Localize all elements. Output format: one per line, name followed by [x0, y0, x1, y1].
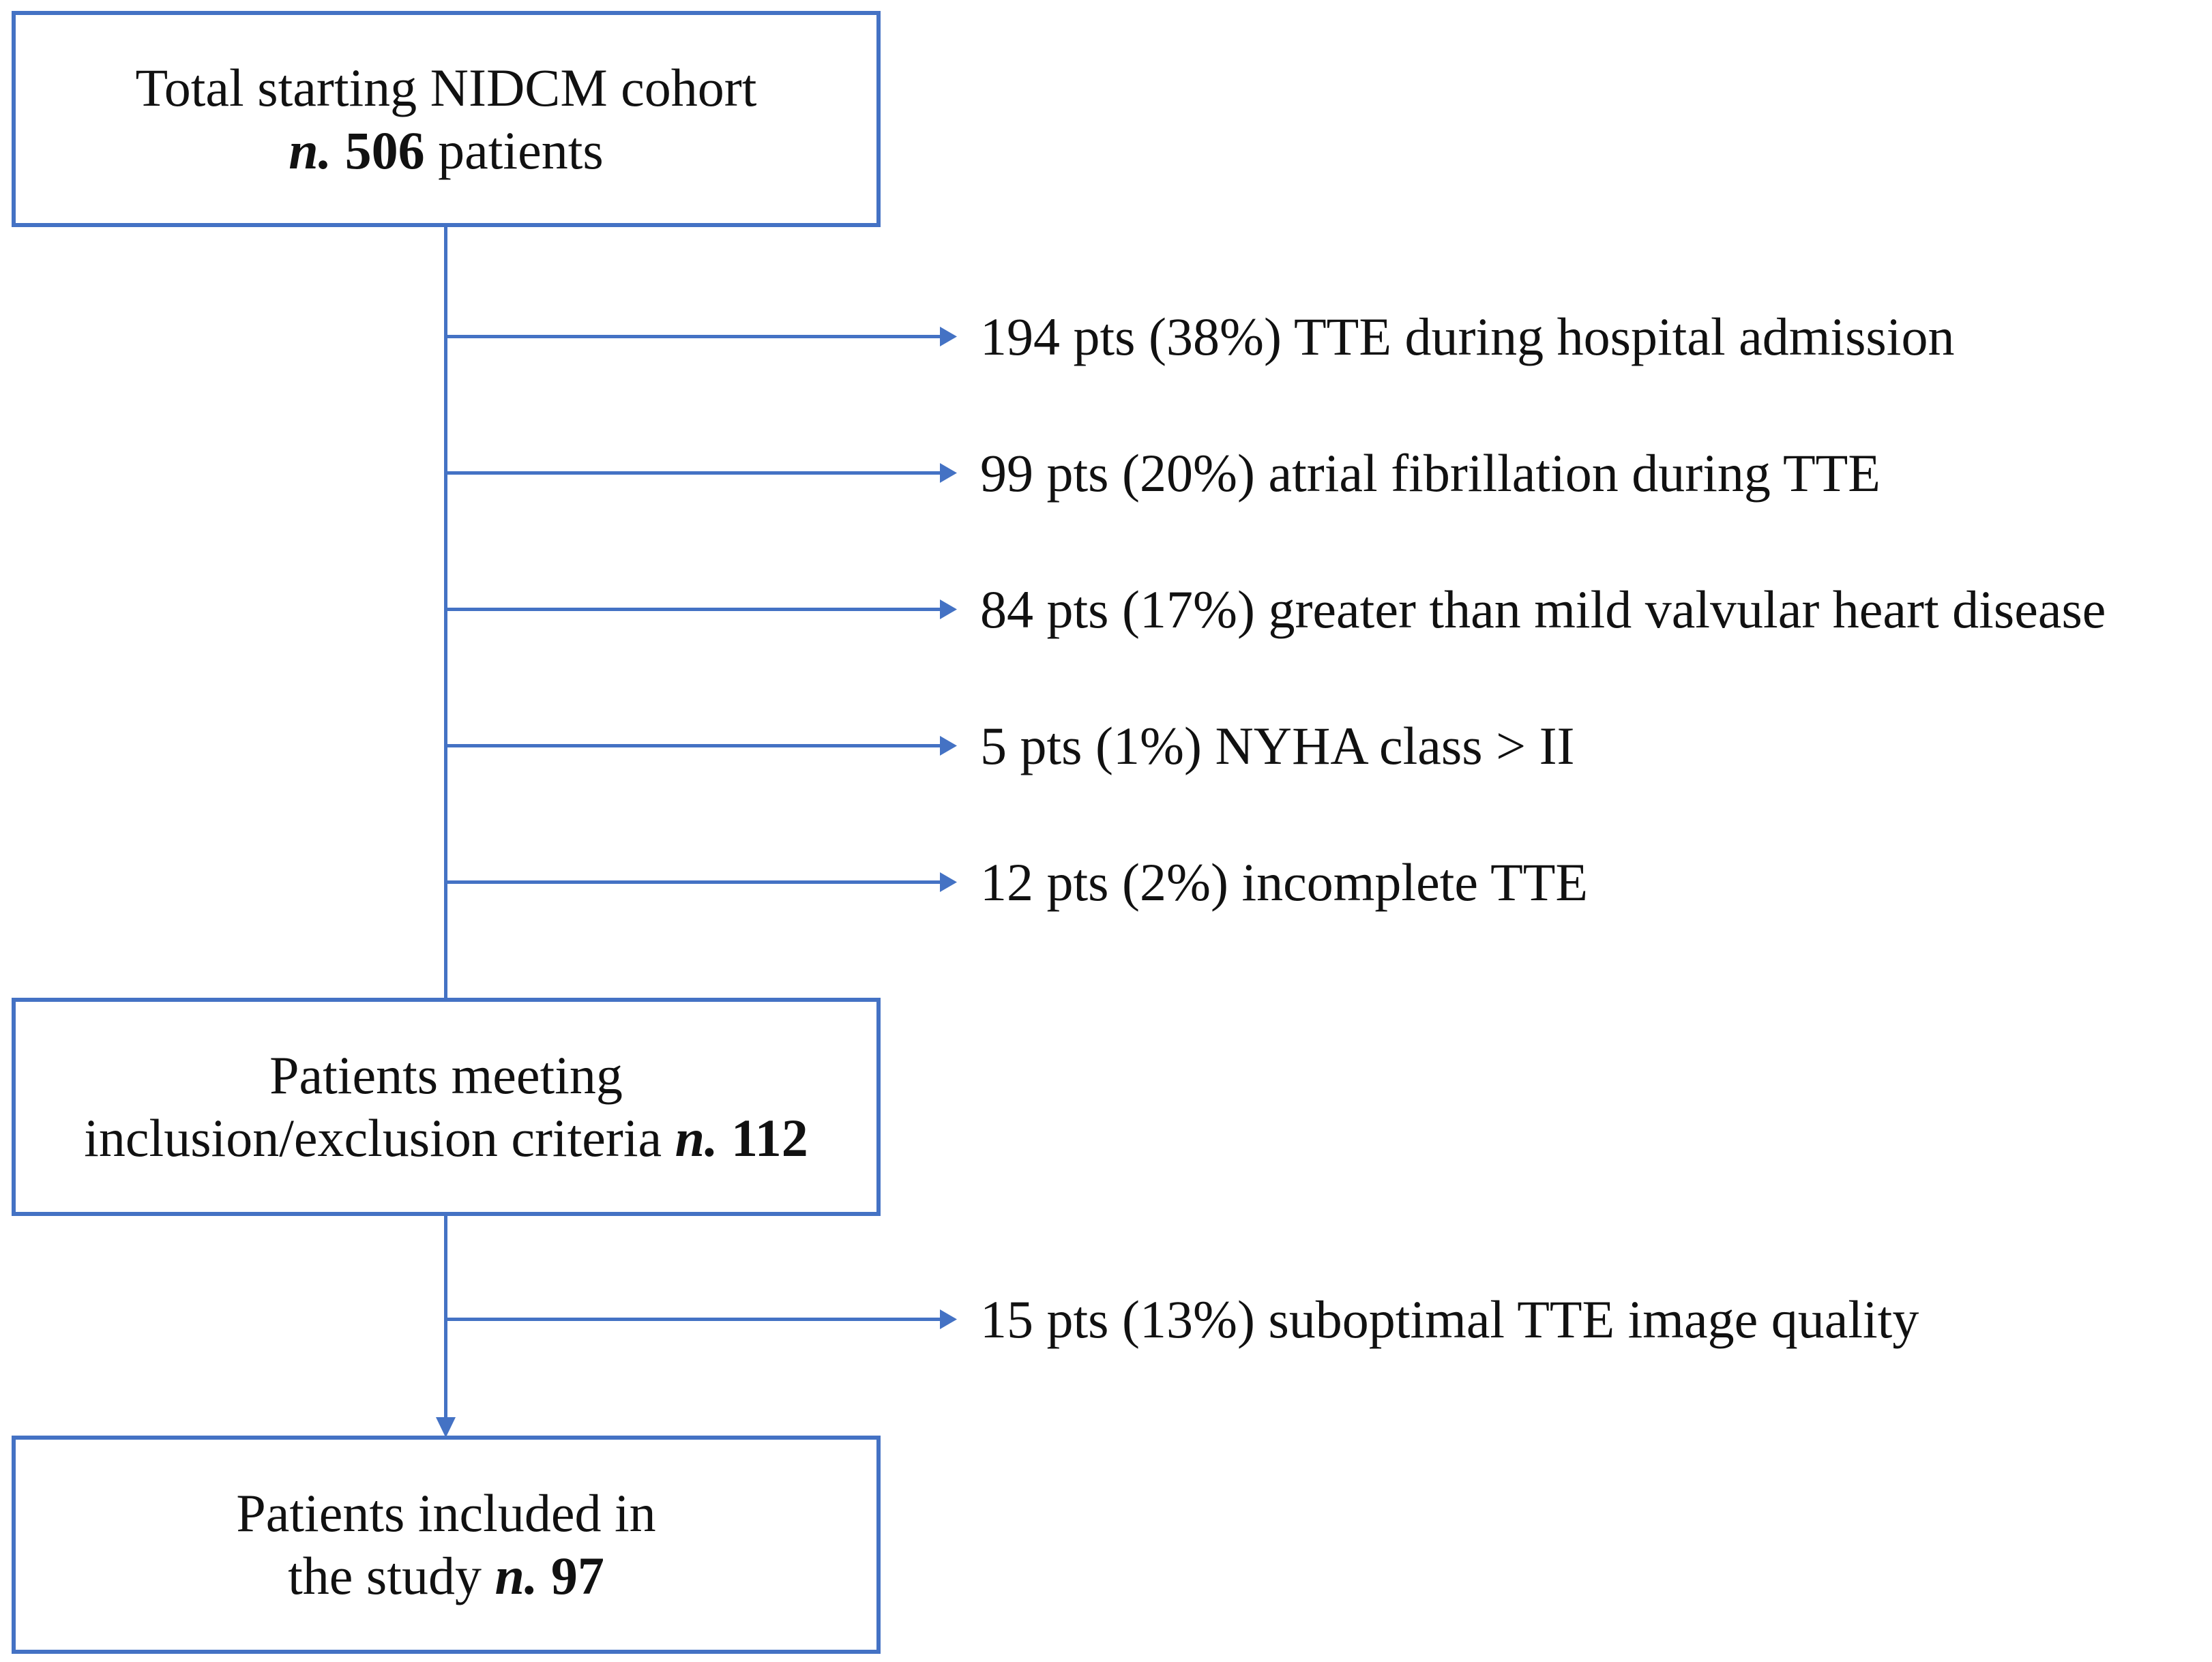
exclusion-6: 15 pts (13%) suboptimal TTE image qualit… [980, 1290, 1919, 1349]
starting-cohort-count: n. 506 patients [289, 119, 604, 182]
meeting-criteria-count: inclusion/exclusion criteria n. 112 [84, 1107, 808, 1170]
branch-line-1 [446, 335, 941, 338]
included-title: Patients included in [236, 1483, 656, 1543]
meeting-criteria-box: Patients meeting inclusion/exclusion cri… [12, 998, 881, 1216]
branch-line-3 [446, 608, 941, 611]
count-suffix: patients [438, 120, 604, 180]
trunk-line-lower [444, 1214, 447, 1419]
n-value: 97 [550, 1546, 604, 1605]
branch-line-5 [446, 880, 941, 884]
arrowhead-down [436, 1417, 456, 1438]
branch-line-4 [446, 744, 941, 747]
branch-line-6 [446, 1318, 941, 1321]
exclusion-2: 99 pts (20%) atrial fibrillation during … [980, 443, 1881, 503]
exclusion-1: 194 pts (38%) TTE during hospital admiss… [980, 307, 1955, 366]
trunk-line-upper [444, 225, 447, 1000]
starting-cohort-box: Total starting NIDCM cohort n. 506 patie… [12, 11, 881, 227]
arrowhead-1 [940, 327, 957, 346]
starting-cohort-title: Total starting NIDCM cohort [135, 57, 757, 117]
arrowhead-5 [940, 872, 957, 892]
n-label: n. [289, 120, 332, 180]
exclusion-3: 84 pts (17%) greater than mild valvular … [980, 580, 2106, 639]
n-label: n. [675, 1108, 718, 1168]
meeting-criteria-title: Patients meeting [269, 1045, 623, 1105]
study-text: the study [288, 1546, 482, 1605]
arrowhead-3 [940, 599, 957, 619]
included-count: the study n. 97 [288, 1545, 604, 1607]
included-box: Patients included in the study n. 97 [12, 1436, 881, 1654]
n-label: n. [495, 1546, 538, 1605]
branch-line-2 [446, 471, 941, 475]
n-value: 112 [731, 1108, 808, 1168]
arrowhead-2 [940, 463, 957, 483]
exclusion-4: 5 pts (1%) NYHA class > II [980, 716, 1575, 775]
exclusion-5: 12 pts (2%) incomplete TTE [980, 852, 1589, 912]
arrowhead-4 [940, 736, 957, 756]
arrowhead-6 [940, 1309, 957, 1329]
n-value: 506 [344, 120, 425, 180]
criteria-text: inclusion/exclusion criteria [84, 1108, 662, 1168]
